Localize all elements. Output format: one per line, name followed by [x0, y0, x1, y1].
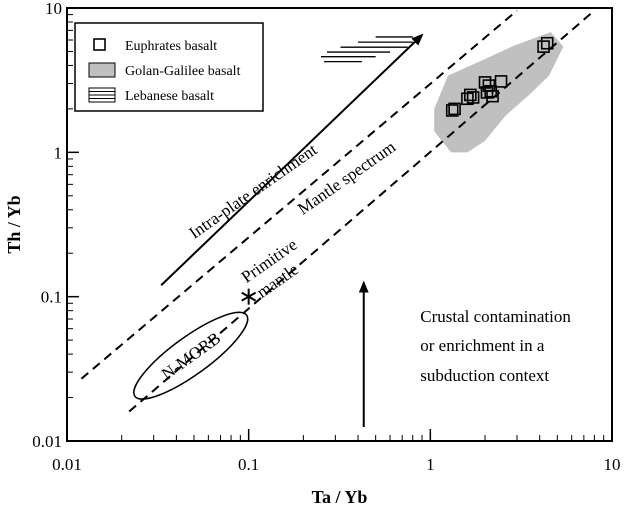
y-tick-label: 1	[54, 143, 63, 162]
y-tick-label: 0.1	[41, 288, 62, 307]
y-tick-label: 10	[45, 0, 62, 18]
y-axis-title: Th / Yb	[4, 195, 24, 253]
plot-frame	[66, 7, 613, 442]
intra-plate-enrichment-arrow	[160, 33, 424, 286]
primitive-mantle-marker	[241, 288, 257, 305]
euphrates-point	[448, 102, 461, 116]
x-tick-label: 0.1	[238, 455, 259, 474]
euphrates-point	[464, 88, 477, 102]
axes-layer: 0.01 0.1 1 10 0.01 0.1 1 10 Ta / Yb Th / Yb	[4, 0, 621, 507]
data-marks-layer	[241, 36, 554, 305]
x-tick-label: 1	[426, 455, 435, 474]
n-morb-label: N-MORB	[158, 328, 224, 383]
euphrates-point	[494, 75, 508, 88]
reference-lines-layer	[80, 9, 596, 428]
y-tick-label: 0.01	[32, 432, 62, 451]
legend-label-euphrates: Euphrates basalt	[125, 39, 217, 54]
annotations-layer: Intra-plate enrichmentPrimitivemantleMan…	[186, 137, 572, 385]
legend-label-golan: Golan-Galilee basalt	[125, 64, 241, 79]
n-morb-ellipse	[133, 311, 249, 400]
euphrates-point	[486, 89, 499, 103]
euphrates-point	[445, 104, 459, 117]
annotation-intra_plate: Intra-plate enrichment	[186, 140, 321, 243]
euphrates-point	[466, 91, 480, 104]
annotation-crustal3: subduction context	[420, 366, 549, 385]
x-axis-title: Ta / Yb	[312, 487, 368, 507]
mantle-array-upper	[80, 9, 518, 380]
euphrates-point	[537, 40, 550, 53]
legend-label-lebanese: Lebanese basalt	[125, 89, 214, 104]
annotation-crustal2: or enrichment in a	[420, 336, 545, 355]
legend-gray-field-symbol	[88, 62, 116, 78]
annotation-crustal1: Crustal contamination	[420, 307, 571, 326]
x-tick-label: 0.01	[52, 455, 82, 474]
star-stroke	[241, 291, 257, 302]
legend-square-symbol	[93, 38, 106, 51]
euphrates-point	[540, 36, 554, 50]
mantle-array-lower	[128, 9, 596, 413]
x-tick-label: 10	[604, 455, 621, 474]
